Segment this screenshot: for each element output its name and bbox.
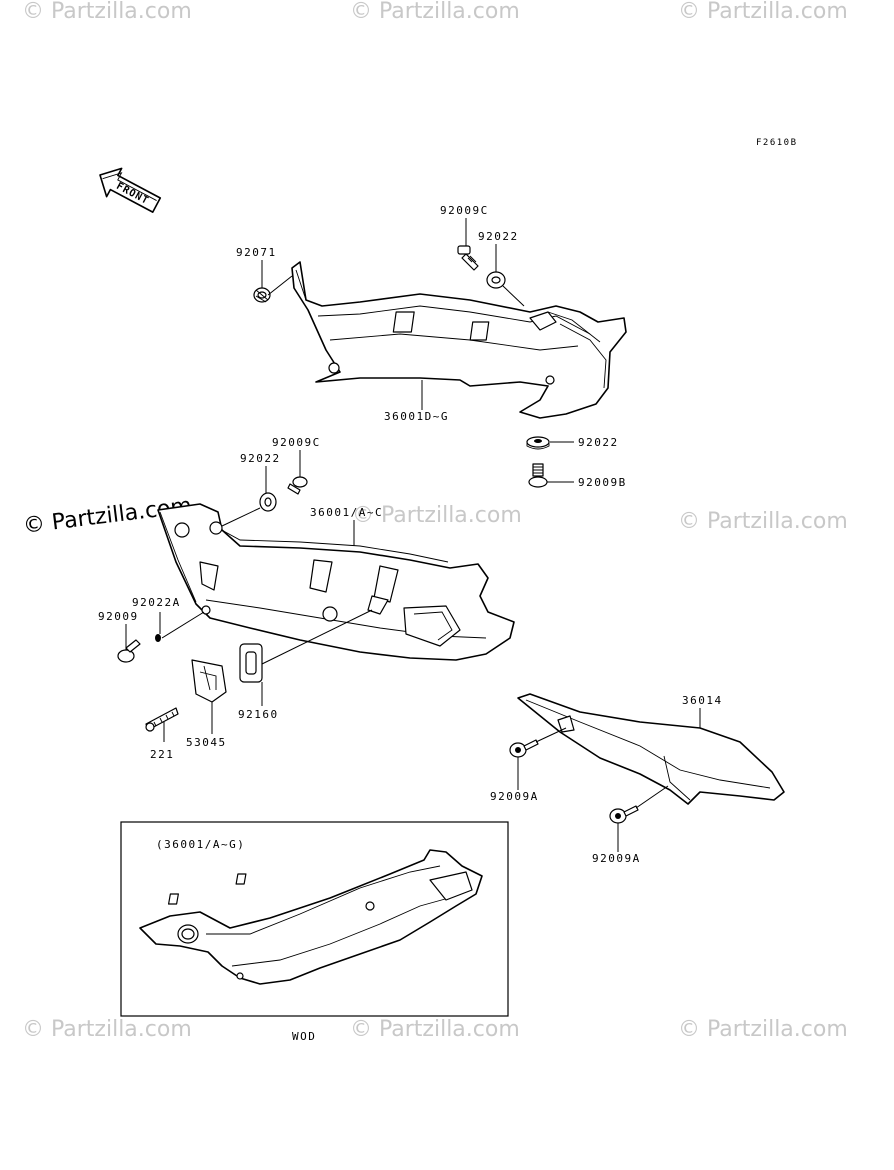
screw-221[interactable] <box>145 707 179 732</box>
bolt-92009b[interactable] <box>528 463 548 488</box>
lower-cowl-lower-assembly[interactable] <box>157 503 515 661</box>
callout-92022-right: 92022 <box>578 436 619 449</box>
lower-cowl-upper-assembly[interactable] <box>291 261 627 419</box>
bolt-92009c-lower[interactable] <box>287 476 308 495</box>
bracket-53045[interactable] <box>191 659 227 703</box>
diagram-code: F2610B <box>756 138 798 148</box>
watermark-top-left: © Partzilla.com <box>22 0 192 24</box>
watermark-bottom-left: © Partzilla.com <box>22 1017 192 1042</box>
bolt-92009c-upper[interactable] <box>457 245 479 271</box>
bolt-92009a-left[interactable] <box>509 739 539 758</box>
callout-92071: 92071 <box>236 246 277 259</box>
washer-92022-right[interactable] <box>526 436 550 450</box>
washer-92022-lower[interactable] <box>259 492 277 512</box>
nut-92022a[interactable] <box>155 634 161 642</box>
leader-lines <box>125 218 701 852</box>
callout-92009c-upper: 92009C <box>440 204 489 217</box>
watermark-mid-center: © Partzilla.com <box>352 503 522 528</box>
callout-36001d-g: 36001D~G <box>384 410 449 423</box>
callout-92160: 92160 <box>238 708 279 721</box>
callout-92009a-right: 92009A <box>592 852 641 865</box>
screw-92071[interactable] <box>253 287 271 303</box>
bolt-92009[interactable] <box>117 639 141 663</box>
watermark-mid-right: © Partzilla.com <box>678 509 848 534</box>
watermark-bottom-center: © Partzilla.com <box>350 1017 520 1042</box>
callout-92009: 92009 <box>98 610 139 623</box>
watermark-top-center: © Partzilla.com <box>350 0 520 24</box>
footer-code: WOD <box>292 1030 316 1043</box>
callout-53045: 53045 <box>186 736 227 749</box>
inset-title: (36001/A~G) <box>156 838 245 851</box>
side-cover-36014[interactable] <box>517 693 785 805</box>
callout-92022-lower: 92022 <box>240 452 281 465</box>
callout-92022-upper: 92022 <box>478 230 519 243</box>
callout-labels: 92009C 92022 92071 36001D~G 92022 92009B… <box>98 204 723 865</box>
watermark-top-right: © Partzilla.com <box>678 0 848 24</box>
front-arrow-icon: FRONT <box>99 167 162 213</box>
inset-panel: (36001/A~G) <box>120 821 509 1017</box>
callout-36001-a-c: 36001/A~C <box>310 506 383 519</box>
callout-221: 221 <box>150 748 174 761</box>
callout-92009b: 92009B <box>578 476 627 489</box>
washer-92022-upper[interactable] <box>486 271 506 289</box>
callout-92009a-left: 92009A <box>490 790 539 803</box>
callout-92022a: 92022A <box>132 596 181 609</box>
clip-92160[interactable] <box>239 643 263 683</box>
watermark-bottom-right: © Partzilla.com <box>678 1017 848 1042</box>
watermarks: © Partzilla.com © Partzilla.com © Partzi… <box>22 0 848 1042</box>
callout-92009c-lower: 92009C <box>272 436 321 449</box>
callout-36014: 36014 <box>682 694 723 707</box>
inset-cowl-variant[interactable] <box>139 849 483 985</box>
bolt-92009a-right[interactable] <box>609 805 639 824</box>
